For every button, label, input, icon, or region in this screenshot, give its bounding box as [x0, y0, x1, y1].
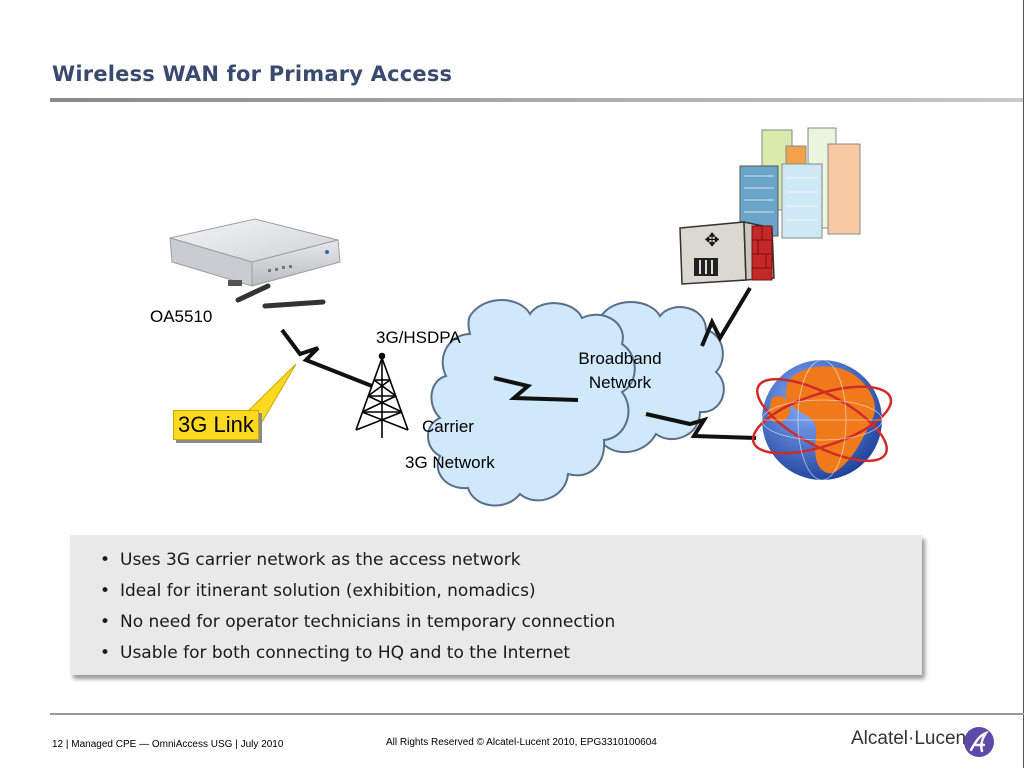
brand-wordmark: Alcatel·Lucent — [851, 728, 972, 749]
carrier-label: Carrier — [422, 417, 474, 436]
link-type-label: 3G/HSDPA — [376, 328, 461, 347]
firewall-router-icon: ✥ — [679, 221, 775, 285]
footer-page-info: 12 | Managed CPE — OmniAccess USG | July… — [52, 739, 284, 750]
broadband-label-2: Network — [588, 373, 652, 392]
slide-title: Wireless WAN for Primary Access — [52, 62, 453, 86]
carrier-network-label: 3G Network — [405, 453, 495, 472]
broadband-label-1: Broadband — [578, 349, 662, 368]
bullet-item: Uses 3G carrier network as the access ne… — [100, 545, 922, 576]
footer-divider — [50, 713, 1024, 715]
bullet-item: No need for operator technicians in temp… — [100, 607, 922, 638]
globe-icon — [751, 359, 893, 481]
callout-3g-link: 3G Link — [173, 410, 259, 440]
footer-copyright: All Rights Reserved © Alcatel-Lucent 201… — [386, 737, 657, 748]
buildings-icon — [739, 127, 861, 239]
alcatel-lucent-logo-icon — [964, 727, 994, 757]
bullet-item: Ideal for itinerant solution (exhibition… — [100, 576, 922, 607]
device-label: OA5510 — [150, 307, 213, 326]
carrier-cloud-icon — [427, 299, 636, 507]
title-divider — [50, 98, 1024, 102]
svg-text:✥: ✥ — [704, 230, 719, 251]
bullet-item: Usable for both connecting to HQ and to … — [100, 638, 922, 669]
lightning-link-icon — [280, 328, 373, 388]
bullet-list: Uses 3G carrier network as the access ne… — [70, 535, 922, 669]
router-device-icon — [169, 218, 341, 309]
lightning-link-icon — [645, 412, 757, 440]
bullet-panel: Uses 3G carrier network as the access ne… — [70, 535, 922, 675]
lightning-link-icon — [493, 376, 579, 402]
lightning-link-icon — [700, 286, 752, 347]
antenna-tower-icon — [355, 352, 409, 438]
